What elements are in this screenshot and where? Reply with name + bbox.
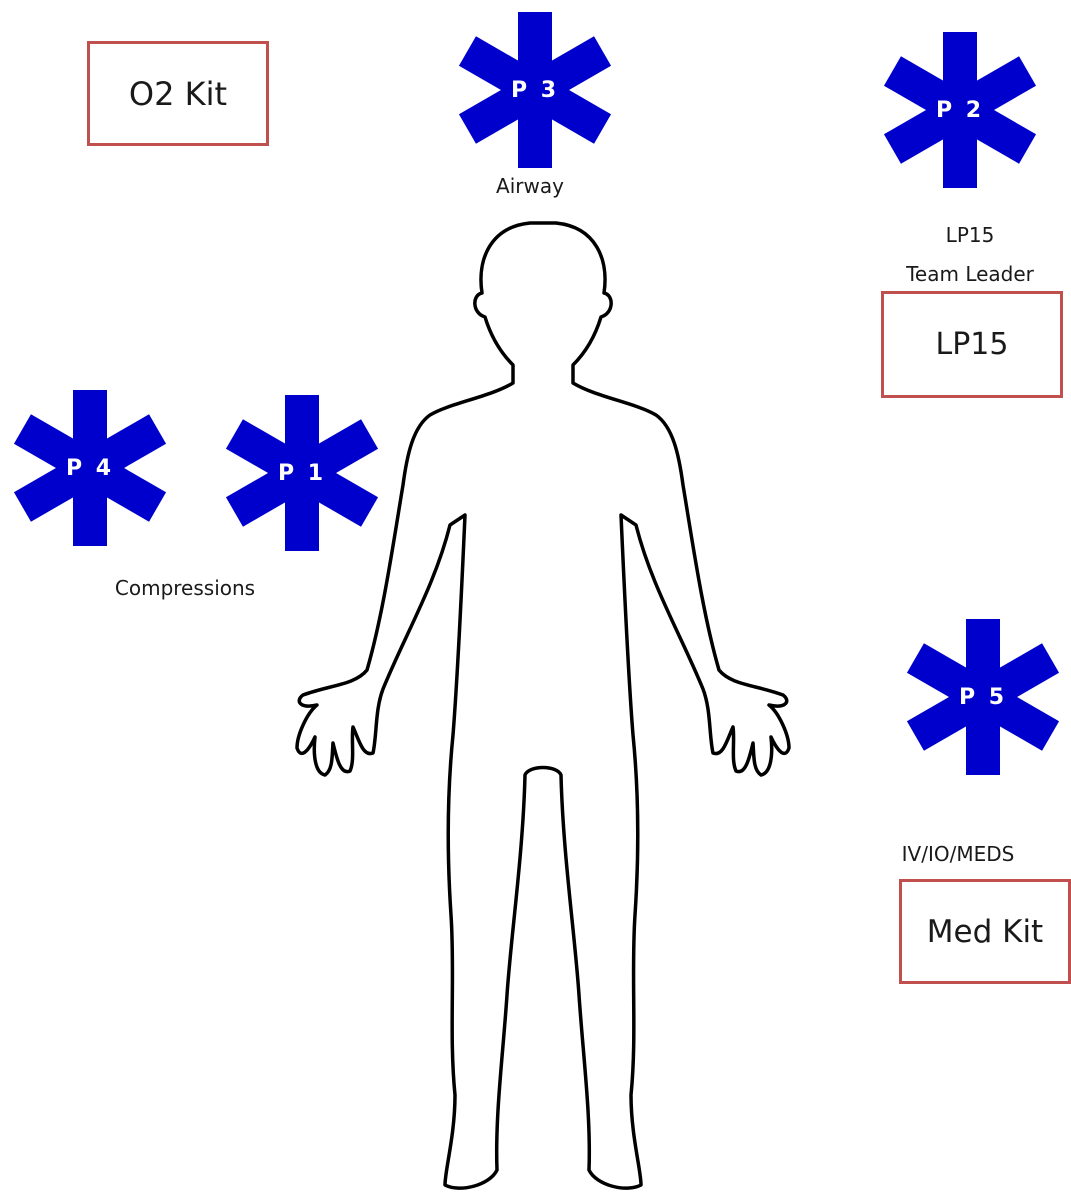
team-leader-role-label: Team Leader [885, 262, 1055, 286]
iv-io-meds-role-label: IV/IO/MEDS [868, 842, 1048, 866]
lp15-role-label: LP15 [900, 223, 1040, 247]
provider-p4-star: P 4 [10, 388, 170, 548]
o2-kit-box: O2 Kit [87, 41, 269, 146]
airway-role-label: Airway [460, 174, 600, 198]
med-kit-box: Med Kit [899, 879, 1071, 984]
compressions-role-label: Compressions [90, 576, 280, 600]
provider-p5-label: P 5 [903, 617, 1063, 777]
body-outline-icon [285, 215, 825, 1201]
lp15-box: LP15 [881, 291, 1063, 398]
lp15-box-label: LP15 [936, 327, 1009, 362]
patient-body-outline [285, 215, 825, 1201]
o2-kit-label: O2 Kit [129, 75, 227, 113]
provider-p3-label: P 3 [455, 10, 615, 170]
provider-p4-label: P 4 [10, 388, 170, 548]
med-kit-label: Med Kit [927, 914, 1043, 950]
provider-p2-label: P 2 [880, 30, 1040, 190]
provider-p3-star: P 3 [455, 10, 615, 170]
provider-p2-star: P 2 [880, 30, 1040, 190]
provider-p5-star: P 5 [903, 617, 1063, 777]
